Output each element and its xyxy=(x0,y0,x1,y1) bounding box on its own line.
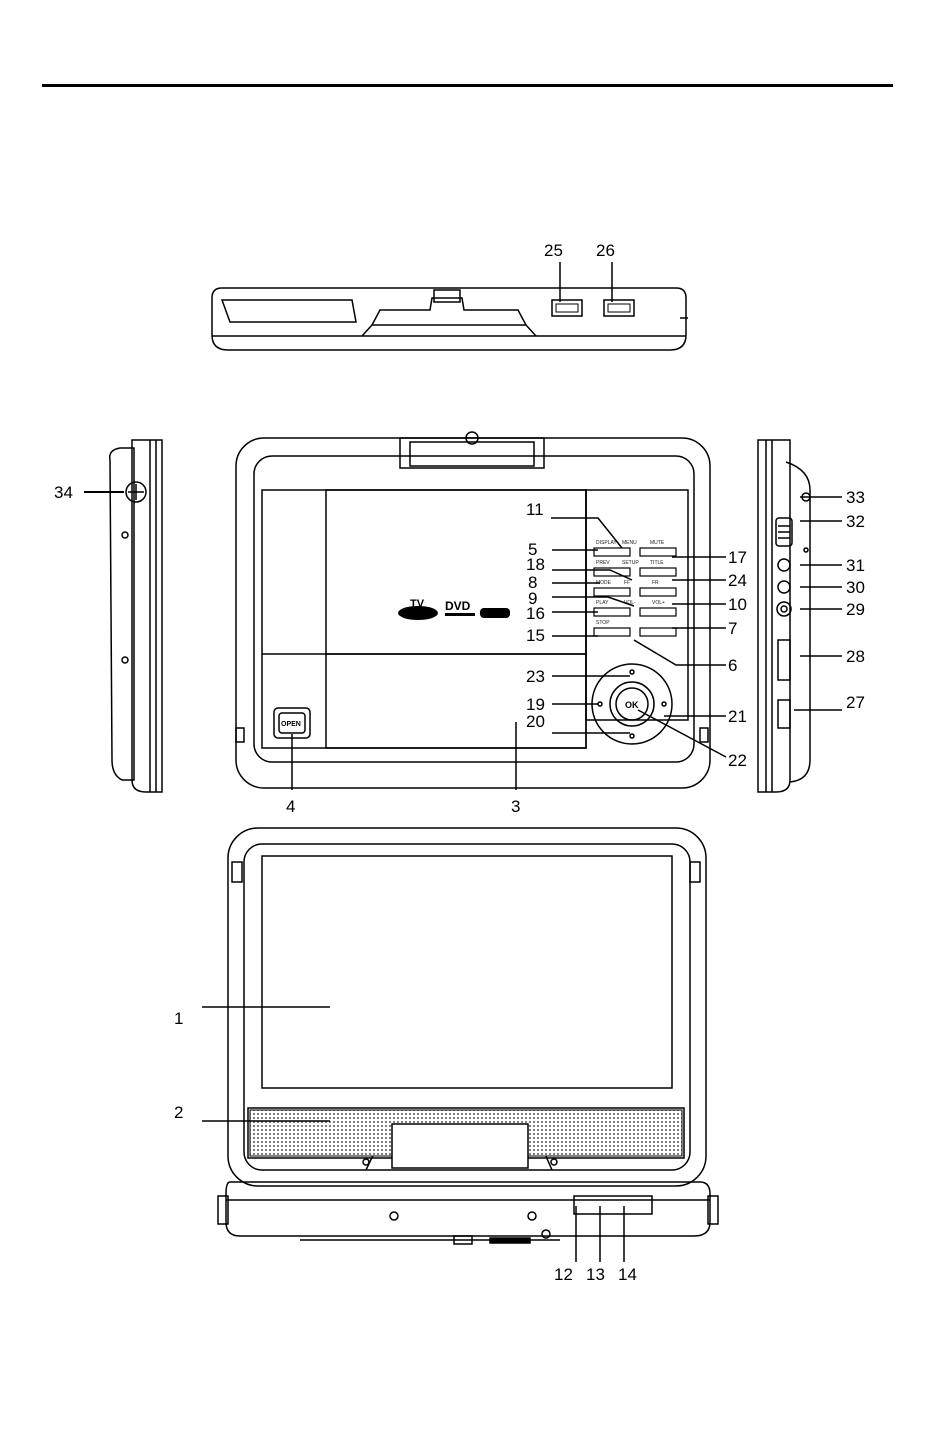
callout-32: 32 xyxy=(846,512,865,531)
callout-28: 28 xyxy=(846,647,865,666)
callout-21: 21 xyxy=(728,707,747,726)
svg-text:MUTE: MUTE xyxy=(650,540,665,546)
callout-7: 7 xyxy=(728,619,737,638)
callout-6: 6 xyxy=(728,656,737,675)
usb-port-25 xyxy=(556,304,578,312)
callout-18: 18 xyxy=(526,555,545,574)
callout-24: 24 xyxy=(728,571,747,590)
svg-text:PREV: PREV xyxy=(596,560,610,566)
svg-text:TITLE: TITLE xyxy=(650,560,664,566)
dc-in-jack-34 xyxy=(126,482,146,502)
svg-text:PLAY: PLAY xyxy=(596,600,609,606)
callout-20: 20 xyxy=(526,712,545,731)
open-button-label: OPEN xyxy=(281,721,301,728)
callout-31: 31 xyxy=(846,556,865,575)
callout-15: 15 xyxy=(526,626,545,645)
callout-2: 2 xyxy=(174,1103,183,1122)
callout-17: 17 xyxy=(728,548,747,567)
callout-30: 30 xyxy=(846,578,865,597)
hinge-block xyxy=(392,1124,528,1168)
card-slot-26 xyxy=(608,304,630,312)
front-base-view xyxy=(236,432,710,788)
callout-1: 1 xyxy=(174,1009,183,1028)
svg-text:DISPLAY: DISPLAY xyxy=(596,540,617,546)
top-edge-view xyxy=(212,288,688,350)
svg-text:FF: FF xyxy=(624,580,630,586)
callout-25: 25 xyxy=(544,241,563,260)
callout-34: 34 xyxy=(54,483,73,502)
callout-33: 33 xyxy=(846,488,865,507)
callout-13: 13 xyxy=(586,1265,605,1284)
callout-29: 29 xyxy=(846,600,865,619)
callout-10: 10 xyxy=(728,595,747,614)
callout-4: 4 xyxy=(286,797,295,816)
logo-tv: TV xyxy=(410,598,425,610)
right-side-ports xyxy=(776,493,810,728)
callout-12: 12 xyxy=(554,1265,573,1284)
callout-26: 26 xyxy=(596,241,615,260)
svg-text:SETUP: SETUP xyxy=(622,560,639,566)
callout-27: 27 xyxy=(846,693,865,712)
callout-23: 23 xyxy=(526,667,545,686)
callout-11: 11 xyxy=(526,500,544,519)
svg-text:VOL+: VOL+ xyxy=(652,600,665,606)
svg-text:FR: FR xyxy=(652,580,659,586)
callout-22: 22 xyxy=(728,751,747,770)
format-logos: TV DVD xyxy=(398,598,510,620)
callout-16: 16 xyxy=(526,604,545,623)
bottom-front-edge xyxy=(218,1182,718,1244)
logo-dvd: DVD xyxy=(445,599,471,613)
callout-3: 3 xyxy=(511,797,520,816)
svg-text:MENU: MENU xyxy=(622,540,637,546)
callout-14: 14 xyxy=(618,1265,637,1284)
svg-text:STOP: STOP xyxy=(596,620,610,626)
ok-button-label: OK xyxy=(625,700,639,710)
